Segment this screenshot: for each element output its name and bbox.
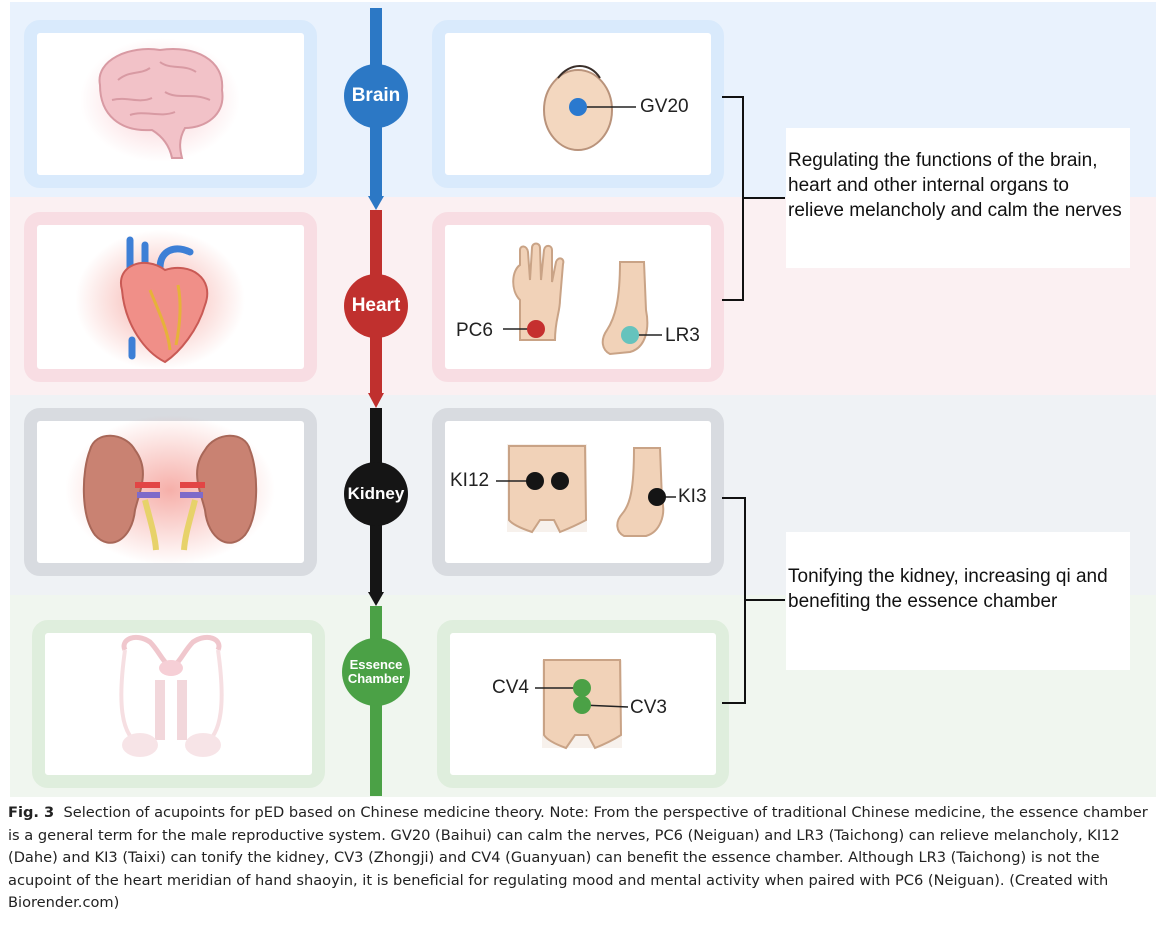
brain-node-label: Brain [351,85,401,107]
abdomen-illustration-ki12 [507,444,588,534]
acupoint-dot-gv20 [569,98,587,116]
essence-chamber-node [342,638,410,706]
heart-illustration [75,230,245,370]
heart-node [344,274,408,338]
hand-illustration [512,242,565,341]
kidney-node-label: Kidney [347,484,405,504]
acupoint-dot-ki12-right [551,472,569,490]
heart-acupoint-panel [432,212,724,382]
kidney-illustration [65,415,275,565]
acupoint-label-ki12: KI12 [450,470,490,491]
acupoint-dot-pc6 [527,320,545,338]
acupoint-label-cv3: CV3 [630,697,667,718]
effect-brackets [722,96,785,704]
effect-box-tonify-kidney: Tonifying the kidney, increasing qi and … [786,532,1130,670]
acupoint-leader-lines [496,106,676,708]
acupoint-label-pc6: PC6 [456,320,493,341]
acupoint-label-gv20: GV20 [640,96,689,117]
brain-node [344,64,408,128]
figure-caption: Fig. 3 Selection of acupoints for pED ba… [8,802,1158,915]
acupoint-dot-ki3 [648,488,666,506]
essence-chamber-node-label: Essence Chamber [347,657,405,686]
effect-box-calm-nerves: Regulating the functions of the brain, h… [786,128,1130,268]
diagram-illustrations [65,8,785,796]
heart-node-label: Heart [351,295,401,317]
acupoint-dot-ki12-left [526,472,544,490]
acupoint-dot-cv4 [573,679,591,697]
brain-illustration [80,38,240,162]
essence-chamber-illustration [119,635,224,757]
essence-chamber-organ-panel [32,620,325,788]
acupoint-label-cv4: CV4 [492,677,529,698]
foot-illustration-ki3 [616,447,665,537]
kidney-node [344,462,408,526]
acupoint-label-lr3: LR3 [665,325,700,346]
acupoint-dot-cv3 [573,696,591,714]
acupoint-label-ki3: KI3 [678,486,707,507]
figure-label: Fig. 3 [8,804,55,821]
caption-text: Selection of acupoints for pED based on … [8,804,1148,911]
acupoint-dot-lr3 [621,326,639,344]
